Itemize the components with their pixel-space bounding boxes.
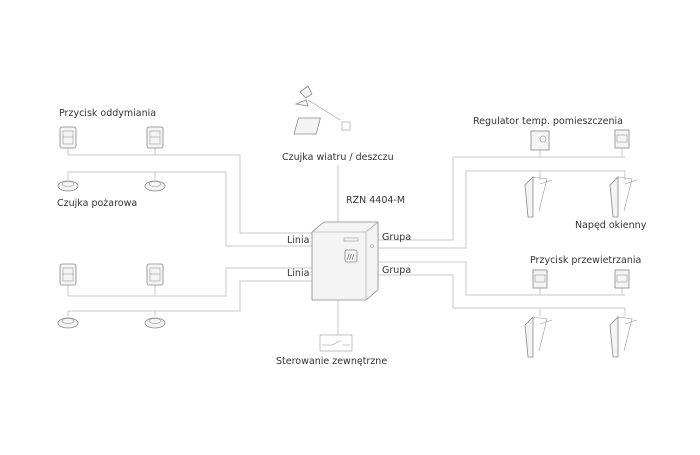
group-label: Grupa [382,232,412,243]
wind-rain-sensor-label: Czujka wiatru / deszczu [282,152,394,163]
fire-detector-label: Czujka pożarowa [57,198,138,209]
smoke-button-icon [59,263,77,286]
line-label: Linia [287,235,310,246]
external-control-label: Sterowanie zewnętrzne [276,356,388,367]
window-drive-icon [524,316,553,358]
ventilation-button-icon [614,269,630,289]
window-drive-icon [609,316,638,358]
controller-label: RZN 4404-M [346,195,406,206]
temperature-regulator-label: Regulator temp. pomieszczenia [473,116,623,127]
smoke-button-icon [146,263,164,286]
window-drive-icon [524,176,553,218]
smoke-button-icon [146,126,164,149]
ventilation-button-icon [614,129,630,149]
ventilation-button-label: Przycisk przewietrzania [530,255,642,266]
fire-detector-icon [57,180,79,192]
connection-lines [67,148,626,335]
group-label: Grupa [382,265,412,276]
controller-box-icon: /// [311,221,379,301]
window-drive-label: Napęd okienny [575,220,647,231]
wind-rain-sensor-icon [293,85,351,135]
svg-text:///: /// [347,253,355,261]
smoke-button-icon [59,126,77,149]
smoke-button-label: Przycisk oddymiania [59,108,157,119]
ventilation-button-icon [532,269,548,289]
external-switch-icon [319,334,353,352]
fire-detector-icon [144,317,166,329]
fire-detector-icon [144,180,166,192]
temperature-regulator-icon [530,130,550,151]
line-label: Linia [287,268,310,279]
window-drive-icon [609,176,638,218]
fire-detector-icon [57,317,79,329]
